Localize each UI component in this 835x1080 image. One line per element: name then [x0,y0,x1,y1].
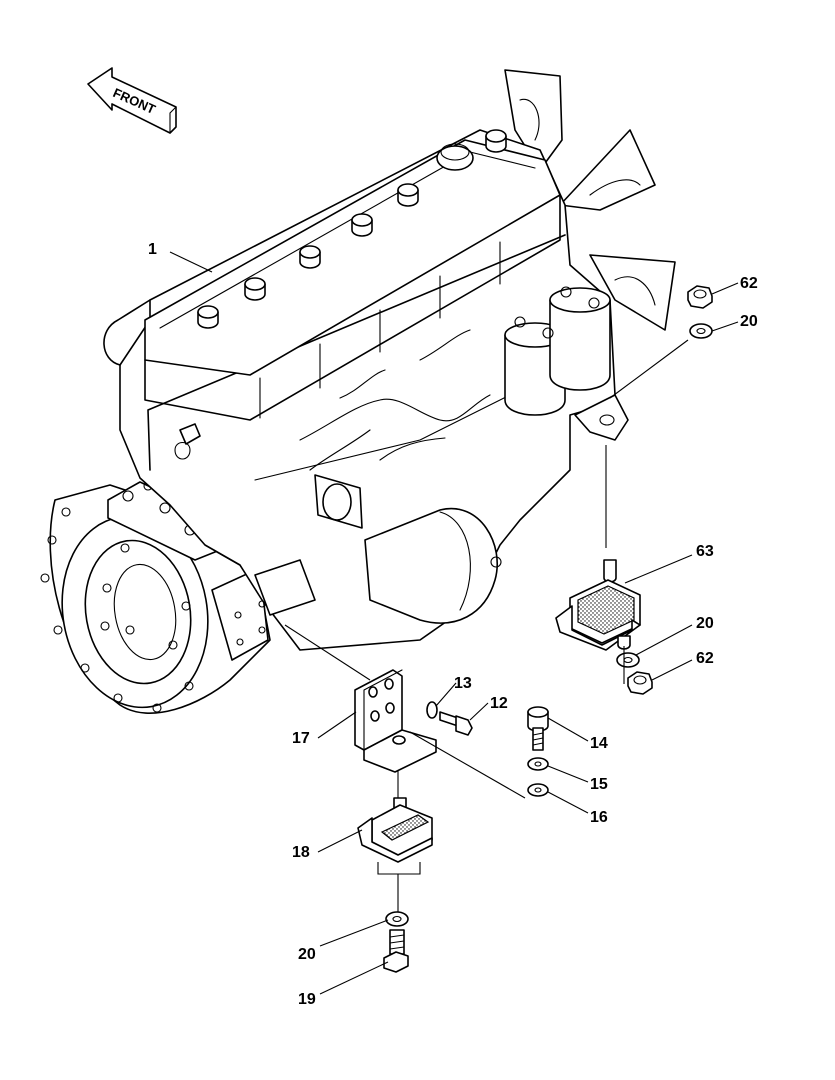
flywheel-housing [40,484,271,714]
bolt-14 [527,706,549,751]
washer-16 [527,783,549,797]
callouts: 1 62 20 63 20 62 13 12 17 14 15 16 18 20… [148,241,758,1008]
rocker-cover [144,129,561,421]
front-direction-arrow: FRONT [87,67,177,134]
fuel-filters [504,286,611,416]
callout-12: 12 [490,695,508,712]
leader-lines [169,251,739,995]
callout-20-right: 20 [696,615,714,632]
right-mount-parts [555,285,713,695]
callout-18: 18 [292,844,310,861]
callout-17: 17 [292,730,310,747]
left-mount-parts [284,624,549,973]
fan-icon [504,69,676,331]
washer-20-top [689,323,713,339]
bolt-12 [439,711,473,736]
mounting-bracket-17 [354,669,437,773]
callout-20-top: 20 [740,313,758,330]
engine-assembly [40,69,676,714]
callout-14: 14 [590,735,608,752]
nut-62-bottom [627,671,653,695]
engine-block [119,129,616,651]
callout-62-top: 62 [740,275,758,292]
washer-20-right [616,652,640,668]
bolt-19 [383,929,409,973]
washer-15 [527,757,549,771]
oil-filler-cap-icon [436,145,474,171]
callout-63: 63 [696,543,714,560]
starter-motor [364,507,498,624]
callout-15: 15 [590,776,608,793]
callout-19: 19 [298,991,316,1008]
washer-13 [426,701,438,719]
callout-62-bottom: 62 [696,650,714,667]
rubber-mount-18 [357,797,433,863]
washer-20-bottom [385,911,409,927]
rubber-mount-63 [555,559,641,651]
callout-13: 13 [454,675,472,692]
nut-62-top [687,285,713,309]
callout-20-bottom: 20 [298,946,316,963]
callout-1: 1 [148,241,157,258]
callout-16: 16 [590,809,608,826]
